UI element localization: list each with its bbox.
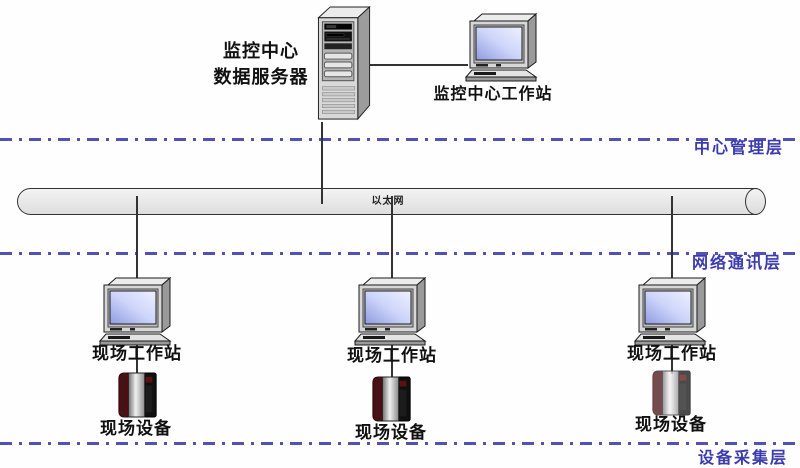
center-workstation-label: 监控中心工作站 [433,86,553,103]
server-to-workstation-link [370,64,468,66]
field-device-label: 现场设备 [100,419,172,438]
field-device-icon [116,370,160,420]
desktop-computer-icon [351,276,433,348]
server-label: 监控中心 数据服务器 [200,38,322,90]
desktop-computer-icon [631,276,713,348]
field-device-label: 现场设备 [635,415,707,434]
ws2-to-device2-link [391,340,393,378]
field-device-label: 现场设备 [355,423,427,442]
tower-server-icon [314,4,376,122]
field-device-icon [370,374,414,424]
layer-divider-acquisition [0,442,800,445]
field-device-icon [650,368,694,418]
field-workstation-label: 现场工作站 [347,346,437,365]
layer-divider-communication [0,252,800,255]
layer-label-communication: 网络通讯层 [692,255,783,272]
server-to-bus-link [321,122,323,204]
bus-to-field-ws2-link [391,196,393,278]
ws3-to-device3-link [671,338,673,374]
ethernet-bus-label: 以太网 [371,196,405,207]
ws1-to-device1-link [136,338,138,374]
layer-label-management: 中心管理层 [694,140,785,157]
ethernet-bus [17,188,757,215]
bus-to-field-ws1-link [136,196,138,278]
layer-divider-management [0,138,800,141]
server-label-line2: 数据服务器 [213,67,309,87]
desktop-computer-icon [96,276,178,348]
bus-to-field-ws3-link [671,196,673,278]
server-label-line1: 监控中心 [223,41,299,61]
desktop-computer-icon [462,12,544,84]
layer-label-acquisition: 设备采集层 [698,450,789,467]
field-workstation-label: 现场工作站 [92,344,182,363]
ethernet-bus-end-cap [745,188,766,215]
field-workstation-label: 现场工作站 [627,344,717,363]
